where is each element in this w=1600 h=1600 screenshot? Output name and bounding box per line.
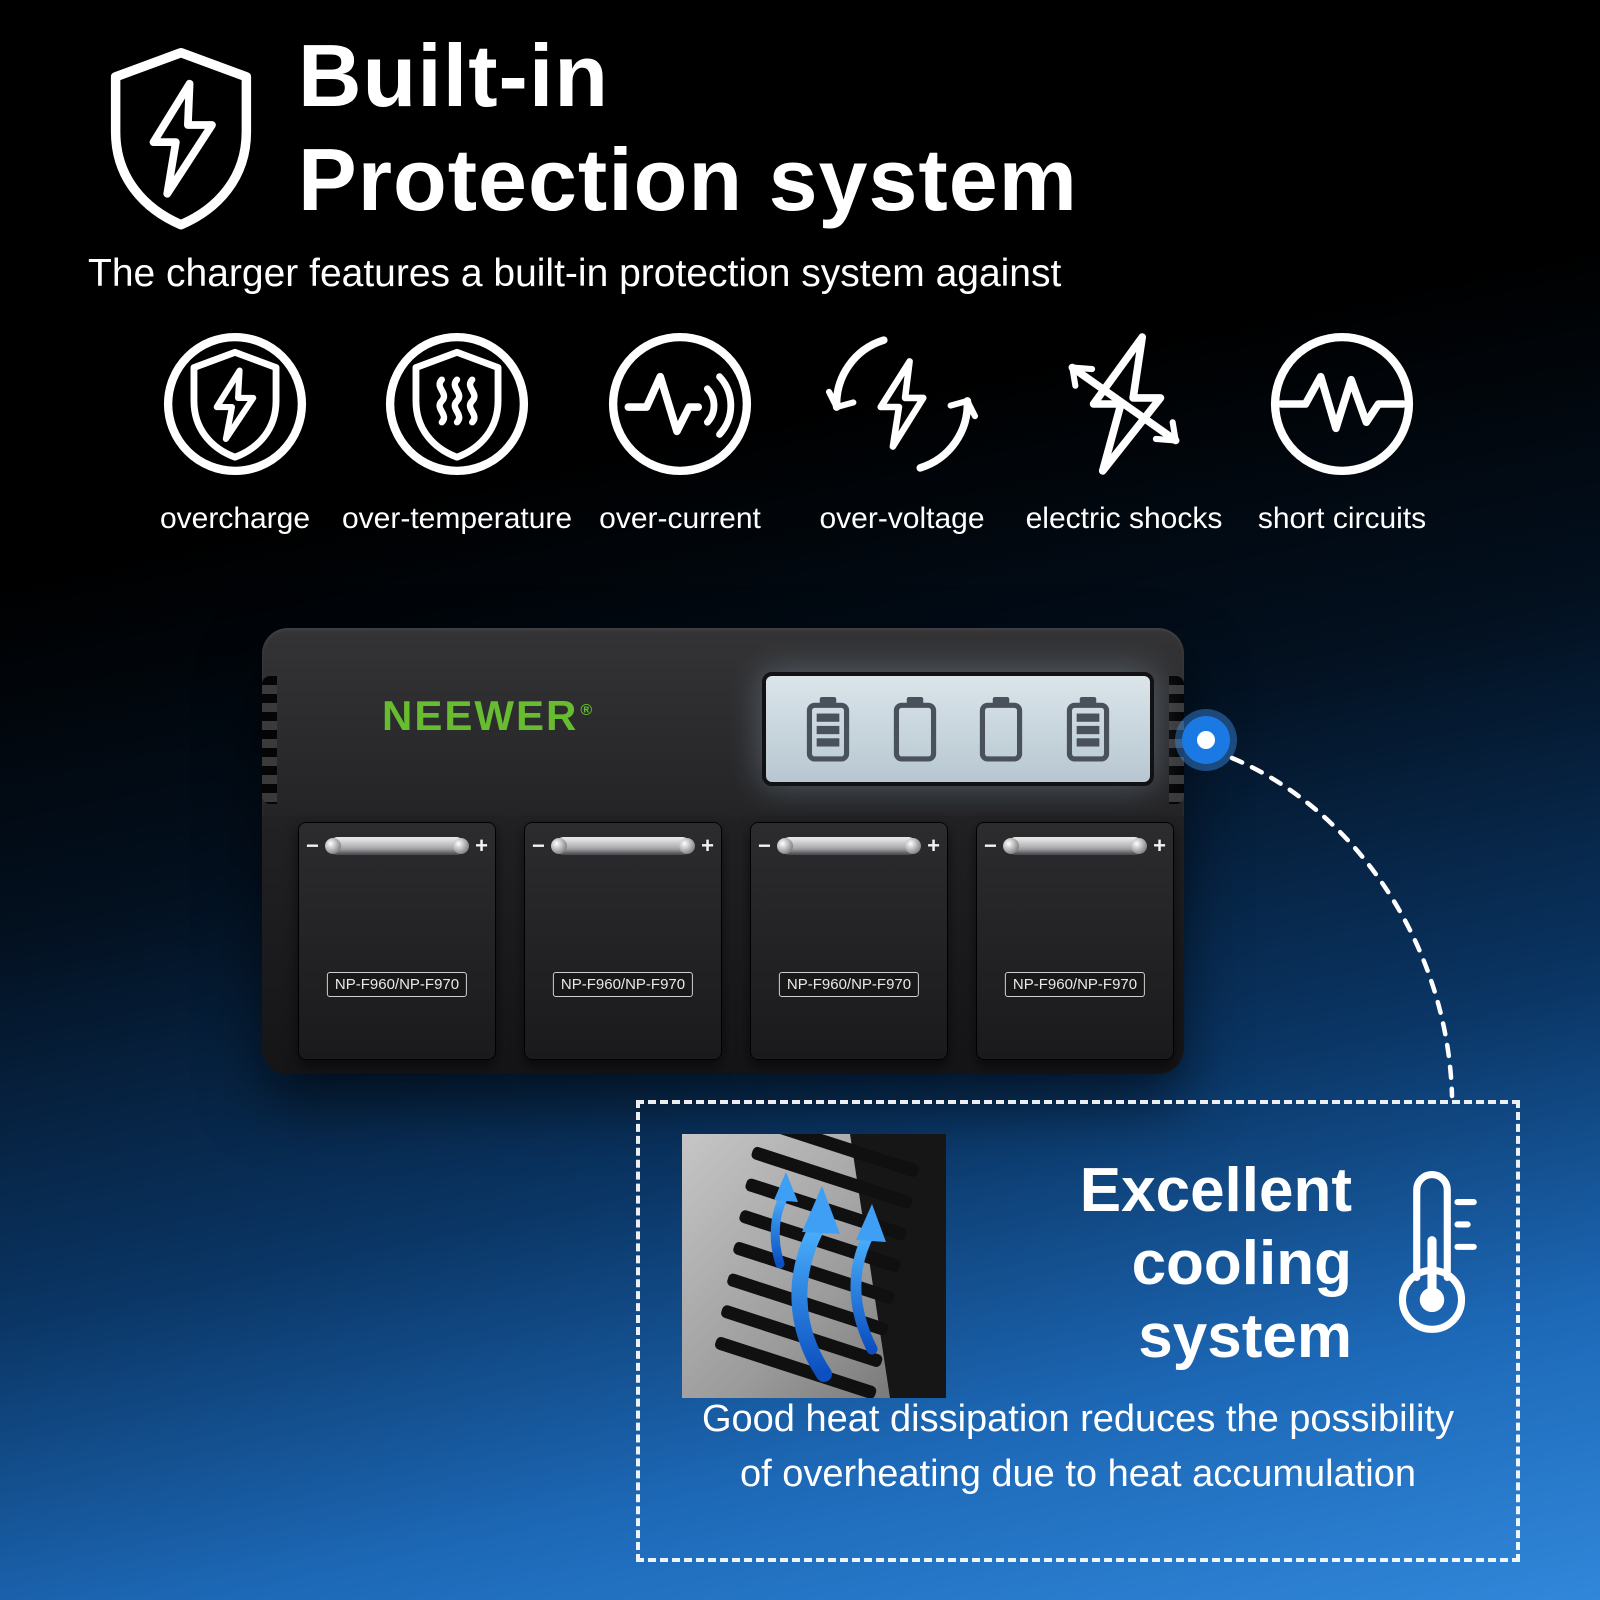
slot-model-label: NP-F960/NP-F970 xyxy=(326,972,468,997)
cooling-title-line-1: Excellent xyxy=(1079,1156,1352,1225)
slot-model-label: NP-F960/NP-F970 xyxy=(1004,972,1146,997)
lcd-battery-icon-charging xyxy=(1066,697,1109,762)
thermometer-icon xyxy=(1376,1164,1488,1344)
contact-spring xyxy=(776,837,922,855)
lcd-battery-icon-charging xyxy=(807,697,850,762)
protection-item-over-current: over-current xyxy=(565,328,795,536)
protection-item-overcharge: overcharge xyxy=(120,328,350,536)
minus-terminal: − xyxy=(984,833,997,858)
shield-lightning-icon xyxy=(95,38,267,236)
contact-spring xyxy=(324,837,470,855)
minus-terminal: − xyxy=(532,833,545,858)
lightning-cycle-icon xyxy=(826,328,978,480)
minus-terminal: − xyxy=(758,833,771,858)
title-line-2: Protection system xyxy=(298,129,1078,229)
lcd-display xyxy=(762,672,1154,786)
plus-terminal: + xyxy=(475,833,488,858)
plus-terminal: + xyxy=(927,833,940,858)
battery-slot: − + NP-F960/NP-F970 xyxy=(298,822,496,1060)
brand-text: NEEWER xyxy=(382,692,579,739)
registered-mark: ® xyxy=(580,702,595,719)
cooling-fins-left xyxy=(262,676,277,804)
plus-terminal: + xyxy=(701,833,714,858)
cooling-vent-image xyxy=(682,1134,946,1398)
slot-model-label: NP-F960/NP-F970 xyxy=(552,972,694,997)
slot-contact-bar: − + xyxy=(532,830,714,862)
plus-terminal: + xyxy=(1153,833,1166,858)
protection-item-short-circuits: short circuits xyxy=(1227,328,1457,536)
zigzag-circle-icon xyxy=(1266,328,1418,480)
battery-slot-platform: − + NP-F960/NP-F970 − + NP-F960/NP-F970 … xyxy=(262,816,1184,1074)
slot-contact-bar: − + xyxy=(758,830,940,862)
protection-item-over-voltage: over-voltage xyxy=(787,328,1017,536)
slot-contact-bar: − + xyxy=(306,830,488,862)
protection-label: over-current xyxy=(599,502,761,535)
cooling-title: Excellent cooling system xyxy=(640,1154,1352,1373)
shield-heat-icon xyxy=(381,328,533,480)
slot-model-label: NP-F960/NP-F970 xyxy=(778,972,920,997)
battery-slot: − + NP-F960/NP-F970 xyxy=(524,822,722,1060)
protection-item-over-temperature: over-temperature xyxy=(342,328,572,536)
contact-spring xyxy=(550,837,696,855)
lcd-battery-icon-empty xyxy=(893,697,936,762)
protection-label: short circuits xyxy=(1257,502,1427,535)
cooling-title-line-3: system xyxy=(1138,1302,1352,1372)
protection-label: overcharge xyxy=(159,502,311,535)
brand-logo: NEEWER® xyxy=(382,692,594,740)
callout-dot xyxy=(1182,716,1230,764)
shield-lightning-icon xyxy=(159,328,311,480)
cooling-description-line-2: of overheating due to heat accumulation xyxy=(739,1453,1417,1496)
protection-label: over-temperature xyxy=(342,502,573,535)
cooling-description-line-1: Good heat dissipation reduces the possib… xyxy=(701,1398,1454,1440)
lcd-battery-icon-empty xyxy=(980,697,1023,762)
subtitle: The charger features a built-in protecti… xyxy=(88,252,1062,295)
page-title: Built-in Protection system xyxy=(298,24,1078,232)
protection-label: over-voltage xyxy=(819,502,985,535)
title-line-1: Built-in xyxy=(298,26,610,125)
cooling-fins-right xyxy=(1169,676,1184,804)
slot-contact-bar: − + xyxy=(984,830,1166,862)
protection-label: electric shocks xyxy=(1025,502,1223,535)
cooling-title-line-2: cooling xyxy=(1131,1229,1352,1299)
cooling-callout-box: Excellent cooling system Good heat dissi… xyxy=(636,1100,1520,1562)
crossed-lightning-icon xyxy=(1048,328,1200,480)
cooling-description: Good heat dissipation reduces the possib… xyxy=(640,1392,1516,1502)
protection-item-electric-shocks: electric shocks xyxy=(1009,328,1239,536)
battery-slot: − + NP-F960/NP-F970 xyxy=(976,822,1174,1060)
minus-terminal: − xyxy=(306,833,319,858)
pulse-wave-icon xyxy=(604,328,756,480)
battery-charger-product: NEEWER® xyxy=(262,628,1184,1074)
battery-slot: − + NP-F960/NP-F970 xyxy=(750,822,948,1060)
contact-spring xyxy=(1002,837,1148,855)
